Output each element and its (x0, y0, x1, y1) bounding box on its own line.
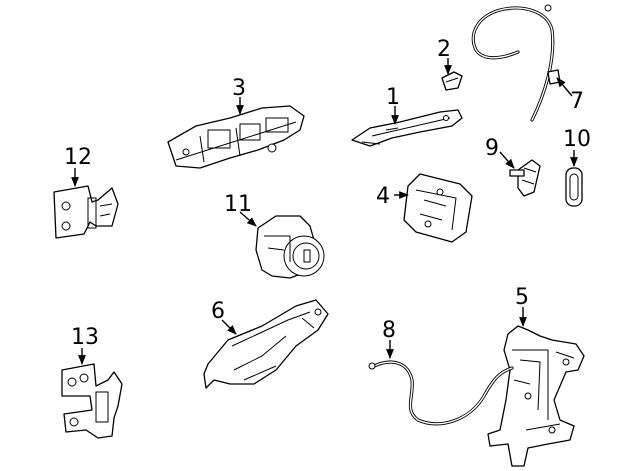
part-8-inside-cable (368, 360, 514, 426)
part-4-door-latch (403, 173, 473, 243)
leader-6 (221, 319, 237, 335)
callout-2: 2 (437, 37, 451, 62)
callout-1: 1 (386, 85, 400, 110)
callout-6: 6 (211, 299, 225, 324)
callout-10: 10 (563, 127, 591, 152)
leader-9 (499, 151, 515, 169)
part-9-actuator (509, 159, 541, 197)
part-7-release-cable (471, 4, 561, 122)
leader-7 (556, 77, 573, 97)
part-12-upper-hinge (53, 185, 119, 239)
leader-11 (239, 211, 257, 227)
part-5-module-bracket (487, 325, 585, 467)
part-2-handle-cap (441, 71, 463, 91)
part-13-lower-hinge (61, 363, 123, 439)
part-10-seal (565, 167, 583, 207)
callout-3: 3 (232, 76, 246, 101)
part-6-inside-handle (203, 299, 329, 389)
callout-12: 12 (64, 145, 92, 170)
part-1-outside-handle (351, 109, 463, 147)
part-11-lock-actuator (255, 215, 325, 279)
callout-13: 13 (71, 325, 99, 350)
callout-9: 9 (485, 136, 499, 161)
callout-5: 5 (515, 285, 529, 310)
callout-4: 4 (376, 184, 390, 209)
callout-7: 7 (570, 89, 584, 114)
callout-11: 11 (224, 192, 252, 217)
callout-8: 8 (382, 318, 396, 343)
part-3-handle-bracket (167, 105, 305, 169)
